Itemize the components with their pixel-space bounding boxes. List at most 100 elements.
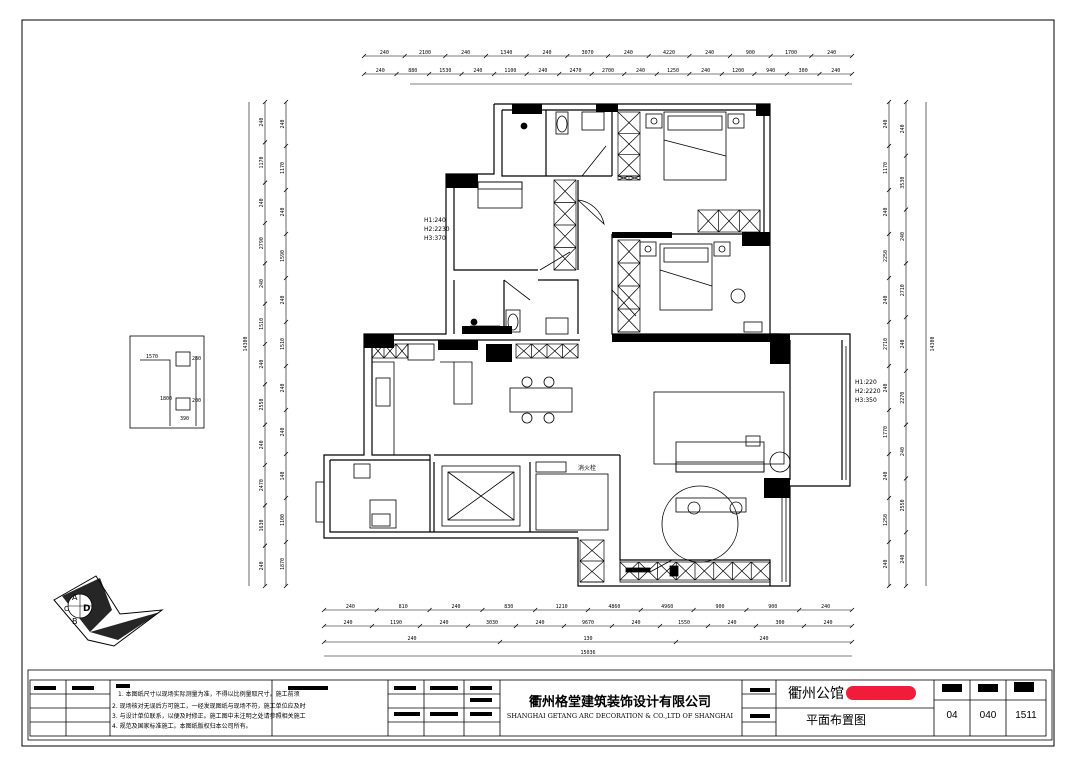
cabinet-hatch <box>553 224 577 248</box>
dimension-lines <box>248 55 927 657</box>
dimension-tick <box>283 275 289 281</box>
dimension-tick <box>691 607 696 613</box>
note-line-1: 1. 本图纸尺寸以现场实际测量为准，不得以比例量取尺寸。施工前须 <box>118 690 300 698</box>
dimension-tick <box>262 543 268 548</box>
inset-dim-1: 1570 <box>146 354 158 360</box>
dimension-tick <box>283 231 289 237</box>
dimension-label: 240 <box>380 50 389 56</box>
cabinet-hatch <box>553 202 577 226</box>
dimension-label: 830 <box>504 604 513 610</box>
bay-window <box>781 346 847 582</box>
dimension-tick <box>361 53 367 59</box>
dimension-label: 1250 <box>883 514 889 526</box>
dimension-label: 1530 <box>439 68 451 74</box>
cabinet-hatch <box>395 343 409 359</box>
cabinet-hatch <box>617 239 641 264</box>
cabinet-hatch <box>617 111 641 134</box>
dimension-label: 240 <box>451 604 460 610</box>
dimension-tick <box>321 607 327 613</box>
dimension-tick <box>849 639 855 645</box>
dimension-label: 1630 <box>259 519 265 531</box>
dimension-tick <box>705 623 711 629</box>
window-notes-right: H1:220 H2:2220 H3:350 <box>855 379 881 404</box>
note-line-2: 2. 现场核对无误后方可施工，一经发现图纸与现场不符，施工单位应及时 <box>112 702 306 710</box>
dimension-label: 240 <box>407 636 416 642</box>
dimension-tick <box>426 71 432 77</box>
dimension-tick <box>752 71 757 77</box>
redaction-mark <box>846 686 916 700</box>
dimension-tick <box>886 539 892 545</box>
dimension-tick <box>283 99 289 105</box>
cabinet-hatch <box>579 560 605 583</box>
dimension-tick <box>394 71 399 77</box>
project-name: 衢州公馆 <box>788 685 844 702</box>
dimension-label: 3030 <box>486 620 498 626</box>
dimension-tick <box>673 639 679 645</box>
dimension-label: 3530 <box>900 177 906 189</box>
dimension-label: 1340 <box>500 50 512 56</box>
dimension-label: 240 <box>376 68 385 74</box>
dimension-tick <box>796 607 802 613</box>
dimension-label: 1200 <box>732 68 744 74</box>
dimension-label: 240 <box>827 50 836 56</box>
dimension-tick <box>443 53 448 59</box>
window-notes-left: H1:240 H2:2230 H3:370 <box>424 217 450 242</box>
dimension-tick <box>886 275 892 281</box>
bottom-cabinets <box>619 559 771 583</box>
sheet-code-3: 1511 <box>1015 710 1037 721</box>
dimension-tick <box>886 363 892 369</box>
cabinet-hatch <box>694 561 715 581</box>
cabinet-hatch <box>617 262 641 287</box>
dimension-tick <box>497 639 503 645</box>
kitchen-counter <box>372 343 473 455</box>
dimension-tick <box>849 53 855 59</box>
dimension-label: 1250 <box>667 68 679 74</box>
second-bed <box>639 241 763 333</box>
dimension-label: 9670 <box>582 620 594 626</box>
inset-diagram <box>129 335 205 429</box>
dimension-tick <box>903 314 909 320</box>
dimension-label: 240 <box>439 620 448 626</box>
dimension-label: 2550 <box>900 499 906 511</box>
living-sofa <box>653 391 791 473</box>
dimension-tick <box>886 231 892 237</box>
dimension-tick <box>687 53 692 59</box>
study-sofa <box>477 181 523 209</box>
dimension-label: 2250 <box>883 250 889 262</box>
dimension-tick <box>483 53 489 59</box>
dimension-tick <box>801 623 807 629</box>
dimension-label: 240 <box>259 279 265 288</box>
dimension-label: 240 <box>473 68 482 74</box>
dimension-tick <box>374 607 380 613</box>
dimension-label: 2270 <box>900 392 906 404</box>
cabinet-hatch <box>617 133 641 156</box>
dimension-label: 240 <box>259 198 265 207</box>
title-block-stamps <box>34 682 1034 718</box>
dimension-tick <box>638 607 644 613</box>
dimension-label: 2550 <box>259 398 265 410</box>
dimension-label: 1170 <box>883 162 889 174</box>
dimension-tick <box>283 363 289 369</box>
window-note-right-h3: H3:350 <box>855 397 877 404</box>
dimension-tick <box>402 53 407 59</box>
dimension-label: 240 <box>831 68 840 74</box>
dimension-tick <box>262 220 268 226</box>
inset-dim-5: 390 <box>180 416 189 422</box>
dimension-tick <box>283 539 289 545</box>
fire-hydrant-box <box>535 461 609 531</box>
dimension-tick <box>621 71 627 77</box>
dimension-label: 240 <box>346 604 355 610</box>
wardrobes-and-cabinets <box>371 111 771 583</box>
dimension-tick <box>262 140 268 145</box>
cabinet-hatch <box>515 343 532 359</box>
master-bed <box>645 111 745 181</box>
dimension-label: 4960 <box>661 604 673 610</box>
dimension-label: 2790 <box>259 237 265 249</box>
dimension-label: 300 <box>775 620 784 626</box>
dimension-label: 240 <box>883 207 889 216</box>
dimension-tick <box>768 53 773 59</box>
door-swings <box>539 199 637 317</box>
cabinet-hatch <box>676 561 696 581</box>
